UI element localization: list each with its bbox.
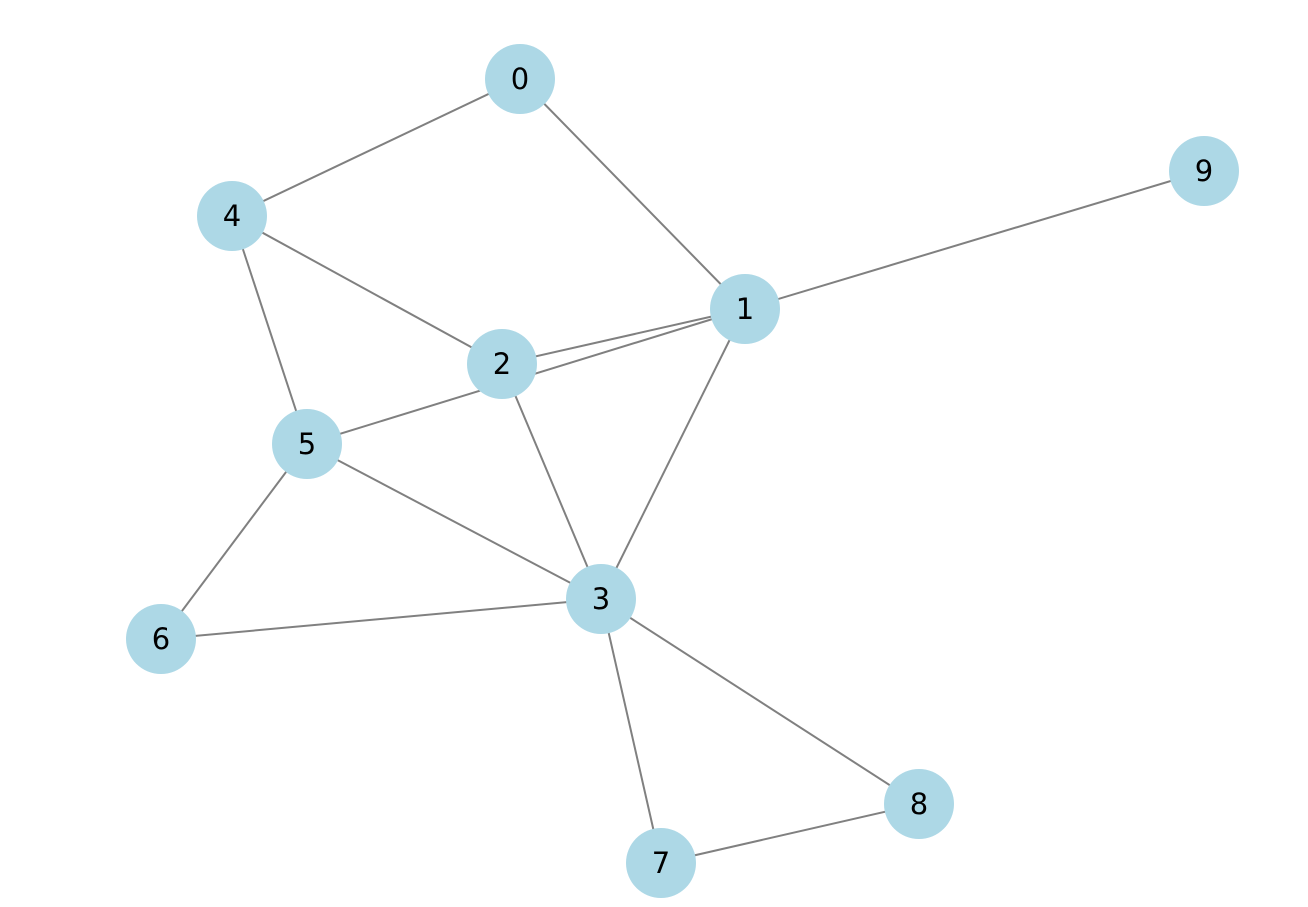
node-1: 1 [710, 274, 780, 344]
edge-4-2 [231, 215, 503, 365]
edge-1-2 [501, 308, 746, 365]
node-label-0: 0 [511, 62, 529, 96]
node-0: 0 [485, 44, 555, 114]
node-label-8: 8 [910, 787, 928, 821]
node-9: 9 [1169, 136, 1239, 206]
node-2: 2 [467, 329, 537, 399]
node-circle-4 [197, 181, 267, 251]
edge-4-5 [231, 215, 308, 445]
node-circle-6 [126, 604, 196, 674]
node-circle-7 [626, 828, 696, 898]
node-circle-3 [566, 564, 636, 634]
node-circle-9 [1169, 136, 1239, 206]
edge-6-3 [160, 598, 602, 640]
node-label-9: 9 [1195, 154, 1213, 188]
node-6: 6 [126, 604, 196, 674]
node-label-5: 5 [298, 427, 316, 461]
edge-5-3 [306, 443, 602, 600]
node-circle-2 [467, 329, 537, 399]
edge-0-1 [519, 78, 746, 310]
node-label-1: 1 [736, 292, 754, 326]
node-7: 7 [626, 828, 696, 898]
node-label-3: 3 [592, 582, 610, 616]
node-circle-5 [272, 409, 342, 479]
node-label-6: 6 [152, 622, 170, 656]
edge-7-8 [660, 803, 920, 864]
node-circle-8 [884, 769, 954, 839]
node-4: 4 [197, 181, 267, 251]
edge-5-6 [160, 443, 308, 640]
edge-1-9 [744, 170, 1205, 310]
node-circle-1 [710, 274, 780, 344]
edge-1-3 [600, 308, 746, 600]
node-label-4: 4 [223, 199, 241, 233]
node-circle-0 [485, 44, 555, 114]
node-label-7: 7 [652, 846, 670, 880]
edge-3-8 [600, 598, 920, 805]
node-5: 5 [272, 409, 342, 479]
node-8: 8 [884, 769, 954, 839]
nodes-layer: 0 1 2 3 4 5 6 7 8 9 [126, 44, 1239, 898]
node-label-2: 2 [493, 347, 511, 381]
edge-2-3 [501, 363, 602, 600]
edge-0-4 [231, 78, 521, 217]
node-3: 3 [566, 564, 636, 634]
edge-3-7 [600, 598, 662, 864]
